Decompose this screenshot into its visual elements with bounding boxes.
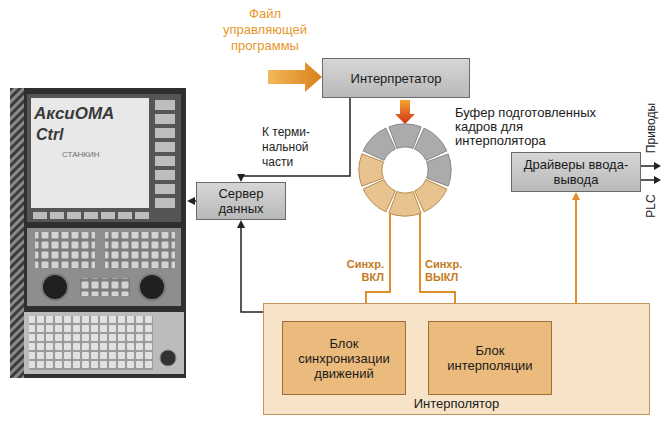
keyboard-body <box>24 312 184 374</box>
arrow-head <box>237 220 245 228</box>
node-text: Сервер данных <box>202 186 280 216</box>
knob <box>42 274 68 300</box>
arrow-head <box>187 197 195 205</box>
panel-vent <box>10 88 24 378</box>
process-box: Интерпретатор <box>322 58 470 98</box>
output-line <box>640 179 655 181</box>
ring-segment <box>363 180 395 212</box>
logo-text: СТАНКИН <box>62 150 142 160</box>
keypad-area <box>27 228 181 306</box>
input-label: Файл управляющей программы <box>208 6 322 54</box>
keypad <box>35 232 95 268</box>
soft-keys <box>33 100 175 219</box>
ring-segments <box>357 122 453 218</box>
output-label: Приводы <box>643 96 659 160</box>
keypad <box>80 278 130 296</box>
logo-text: Ctrl <box>36 125 96 144</box>
sync-block: Блок синхронизации движений <box>282 321 406 395</box>
keyboard <box>29 316 153 370</box>
logo-text: АксиОМА <box>34 104 146 124</box>
arrow-head <box>654 176 661 184</box>
screen <box>31 98 149 208</box>
server-box: Сервер данных <box>196 182 286 220</box>
connector-label: Синхр. ВЫКЛ <box>425 258 477 284</box>
connector <box>237 220 263 312</box>
trackball <box>160 350 176 366</box>
arrow-head <box>572 192 580 200</box>
output-line <box>640 165 655 167</box>
node-text: Драйверы ввода-вывода <box>517 157 635 187</box>
connector <box>395 100 415 124</box>
node-text: Блок интерполяции <box>434 343 546 373</box>
buffer-ring: Буфер подготовленных кадров для интерпол… <box>357 122 453 218</box>
connector-line <box>241 98 350 176</box>
keypad <box>105 232 175 268</box>
node-text: Интерпретатор <box>351 71 442 86</box>
thick-arrow <box>395 100 415 124</box>
panel-body <box>10 88 186 378</box>
interpolator-frame: Интерполятор Блок синхронизации движений Б… <box>263 303 650 415</box>
knob <box>139 274 165 300</box>
output-label: PLC <box>643 186 659 226</box>
node-text: Интерполятор <box>264 396 649 411</box>
ring-segment <box>415 128 447 160</box>
ring-segment <box>363 128 395 160</box>
arrow-head <box>654 162 661 170</box>
ring-segment <box>415 180 447 212</box>
screen-bezel <box>27 94 181 222</box>
node-text: Блок синхронизации движений <box>288 336 400 381</box>
connector-label: К терми- нальной части <box>262 125 324 170</box>
interpolation-block: Блок интерполяции <box>428 321 552 395</box>
node-text: Буфер подготовленных кадров для интерпол… <box>455 106 607 148</box>
driver-box: Драйверы ввода-вывода <box>511 152 641 192</box>
connector <box>237 98 350 182</box>
file-arrow <box>268 62 322 92</box>
connector-label: Синхр. ВКЛ <box>336 258 384 284</box>
connector-line <box>241 227 263 312</box>
